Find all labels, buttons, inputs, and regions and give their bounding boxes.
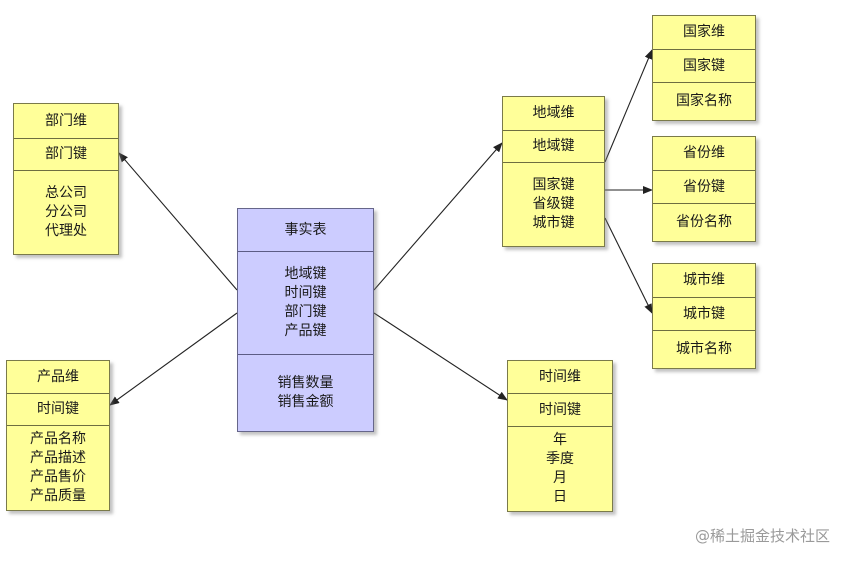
country-title: 国家维 — [653, 16, 755, 50]
arrow-region-to-city — [604, 217, 653, 314]
region-attrs: 国家键 省级键 城市键 — [503, 163, 604, 246]
region-title: 地域维 — [503, 97, 604, 131]
product-attr: 产品描述 — [30, 450, 86, 466]
country-key: 国家键 — [653, 50, 755, 83]
time-key-text: 时间键 — [539, 401, 581, 418]
fact-keys: 地域键 时间键 部门键 产品键 — [238, 252, 373, 355]
province-title-text: 省份维 — [683, 145, 725, 161]
region-key: 地域键 — [503, 131, 604, 163]
city-attr: 城市名称 — [676, 341, 732, 357]
region-key-text: 地域键 — [532, 138, 575, 154]
dept-attrs: 总公司 分公司 代理处 — [14, 171, 118, 254]
time-dimension-box: 时间维 时间键 年 季度 月 日 — [507, 360, 613, 512]
country-dimension-box: 国家维 国家键 国家名称 — [652, 15, 756, 121]
city-title-text: 城市维 — [683, 272, 725, 288]
fact-key: 产品键 — [284, 323, 327, 339]
product-attr: 产品名称 — [30, 431, 86, 447]
country-attr: 国家名称 — [676, 93, 732, 109]
dept-attr: 总公司 — [45, 185, 87, 201]
product-attr: 产品质量 — [30, 488, 86, 504]
province-title: 省份维 — [653, 137, 755, 171]
arrow-fact-to-time — [373, 312, 508, 401]
product-key: 时间键 — [7, 394, 109, 426]
time-attrs: 年 季度 月 日 — [508, 427, 612, 511]
fact-key: 地域键 — [284, 266, 327, 282]
city-title: 城市维 — [653, 264, 755, 298]
city-key: 城市键 — [653, 298, 755, 331]
product-title-text: 产品维 — [37, 368, 79, 385]
province-attr: 省份名称 — [676, 214, 732, 230]
dept-key: 部门键 — [14, 139, 118, 171]
time-title-text: 时间维 — [539, 368, 581, 385]
country-attrs: 国家名称 — [653, 83, 755, 120]
watermark-text: @稀土掘金技术社区 — [694, 527, 830, 545]
region-attr: 省级键 — [532, 196, 575, 212]
province-key-text: 省份键 — [683, 178, 725, 195]
fact-title: 事实表 — [238, 209, 373, 252]
product-dimension-box: 产品维 时间键 产品名称 产品描述 产品售价 产品质量 — [6, 360, 110, 511]
dept-title: 部门维 — [14, 104, 118, 139]
dept-key-text: 部门键 — [45, 146, 87, 162]
time-attr: 日 — [553, 489, 567, 505]
product-title: 产品维 — [7, 361, 109, 394]
fact-measure: 销售金额 — [277, 394, 334, 410]
arrow-fact-to-region — [373, 142, 503, 291]
province-key: 省份键 — [653, 171, 755, 204]
fact-key: 时间键 — [284, 285, 327, 301]
product-attrs: 产品名称 产品描述 产品售价 产品质量 — [7, 426, 109, 510]
fact-title-text: 事实表 — [284, 221, 327, 238]
arrow-fact-to-dept — [118, 152, 238, 291]
dept-title-text: 部门维 — [45, 112, 87, 129]
time-key: 时间键 — [508, 394, 612, 427]
dept-attr: 代理处 — [45, 223, 87, 239]
city-attrs: 城市名称 — [653, 331, 755, 368]
time-title: 时间维 — [508, 361, 612, 394]
product-key-text: 时间键 — [37, 401, 79, 417]
city-dimension-box: 城市维 城市键 城市名称 — [652, 263, 756, 369]
time-attr: 季度 — [546, 451, 574, 467]
fact-key: 部门键 — [284, 304, 327, 320]
country-key-text: 国家键 — [683, 57, 725, 74]
city-key-text: 城市键 — [683, 305, 725, 322]
country-title-text: 国家维 — [683, 24, 725, 40]
region-attr: 城市键 — [532, 215, 575, 231]
arrow-region-to-country — [604, 49, 653, 163]
dept-attr: 分公司 — [45, 204, 87, 220]
fact-measure: 销售数量 — [277, 375, 334, 391]
fact-table-box: 事实表 地域键 时间键 部门键 产品键 销售数量 销售金额 — [237, 208, 374, 432]
time-attr: 月 — [553, 470, 567, 486]
fact-measures: 销售数量 销售金额 — [238, 355, 373, 431]
region-dimension-box: 地域维 地域键 国家键 省级键 城市键 — [502, 96, 605, 247]
time-attr: 年 — [553, 432, 567, 448]
province-attrs: 省份名称 — [653, 204, 755, 241]
region-attr: 国家键 — [532, 177, 575, 193]
product-attr: 产品售价 — [30, 469, 86, 485]
region-title-text: 地域维 — [532, 105, 575, 121]
province-dimension-box: 省份维 省份键 省份名称 — [652, 136, 756, 242]
arrow-fact-to-product — [109, 312, 238, 406]
dept-dimension-box: 部门维 部门键 总公司 分公司 代理处 — [13, 103, 119, 255]
